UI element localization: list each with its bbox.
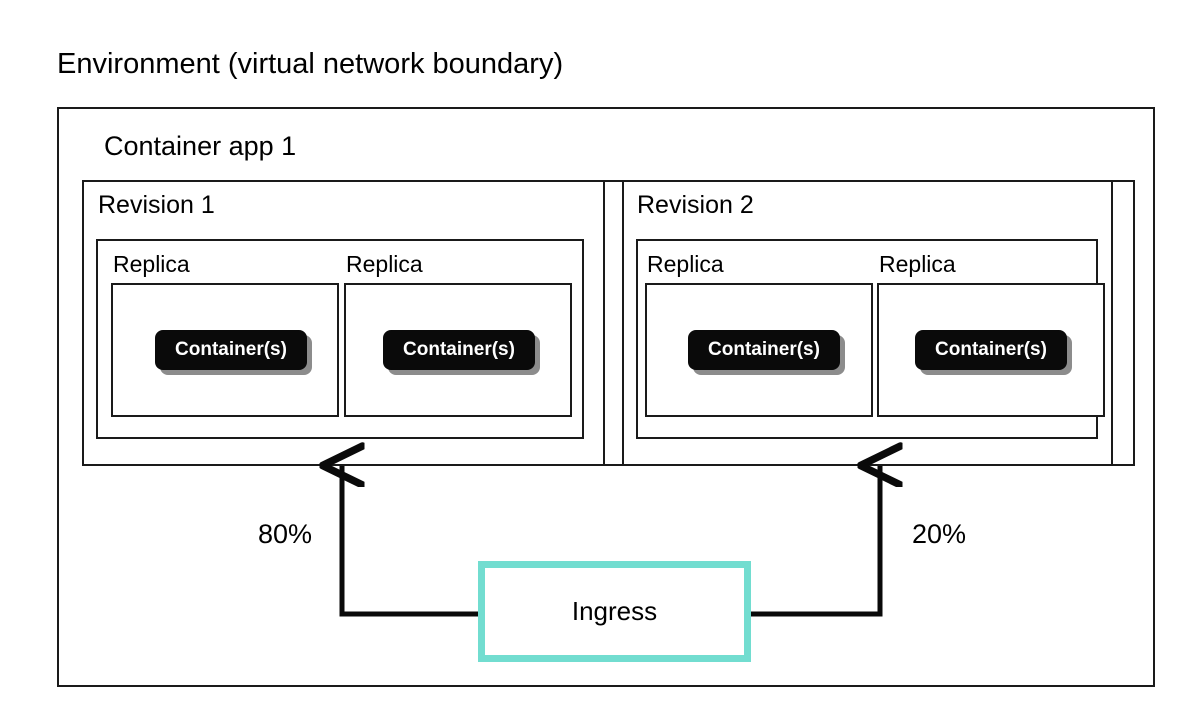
replica-label: Replica xyxy=(346,251,423,277)
replica-label: Replica xyxy=(647,251,724,277)
revision-2-title: Revision 2 xyxy=(637,191,754,219)
replica-label: Replica xyxy=(879,251,956,277)
traffic-percent-revision-1: 80% xyxy=(258,519,313,549)
traffic-percent-revision-2: 20% xyxy=(912,519,967,549)
replica-label: Replica xyxy=(113,251,190,277)
container-pill: Container(s) xyxy=(915,330,1067,370)
environment-title: Environment (virtual network boundary) xyxy=(57,48,564,80)
container-app-title: Container app 1 xyxy=(104,131,297,161)
ingress-box: Ingress xyxy=(478,561,751,662)
container-pill: Container(s) xyxy=(383,330,535,370)
revision-1-title: Revision 1 xyxy=(98,191,215,219)
container-pill: Container(s) xyxy=(688,330,840,370)
container-pill: Container(s) xyxy=(155,330,307,370)
